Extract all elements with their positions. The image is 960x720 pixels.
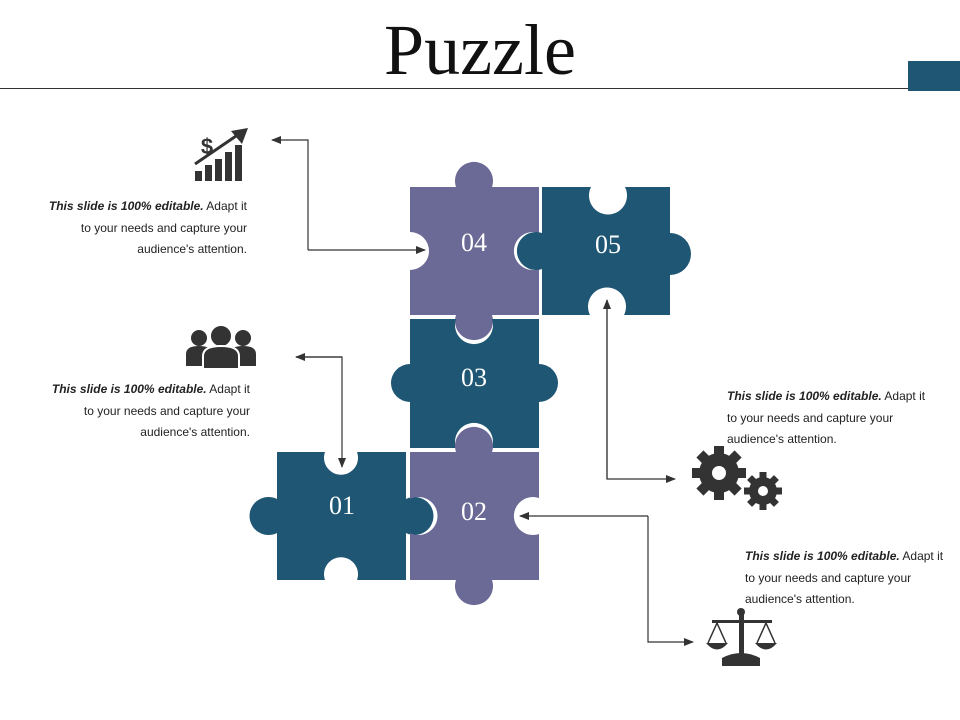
- note-scale-rest: Adapt it: [899, 549, 944, 563]
- note-growth-line2: to your needs and capture your: [80, 220, 247, 235]
- note-team-rest: Adapt it: [206, 382, 250, 396]
- puzzle-piece-01[interactable]: 01: [249, 452, 434, 580]
- note-growth-line3: audience's attention.: [137, 242, 247, 256]
- connector-arrow-01: [296, 356, 346, 468]
- growth-chart-icon: $: [194, 128, 248, 181]
- note-gears-line3: audience's attention.: [727, 432, 837, 446]
- connector-arrow-04: [271, 136, 309, 250]
- piece-02-shape: [410, 426, 539, 606]
- piece-01-shape: [249, 452, 434, 580]
- note-gears-rest: Adapt it: [881, 389, 926, 403]
- note-scale: This slide is 100% editable. Adapt it to…: [745, 546, 955, 611]
- piece-02-label: 02: [461, 497, 487, 526]
- note-growth-line1: This slide is 100% editable. Adapt it: [30, 196, 247, 218]
- connector-arrow-02: [647, 516, 694, 646]
- note-gears: This slide is 100% editable. Adapt it to…: [727, 386, 952, 451]
- accent-block: [908, 61, 960, 91]
- puzzle-piece-02[interactable]: 02: [410, 426, 539, 606]
- note-gears-bold: This slide is 100% editable.: [727, 389, 882, 403]
- note-growth-bold: This slide is 100% editable.: [48, 199, 204, 213]
- note-gears-line1: This slide is 100% editable. Adapt it: [727, 386, 952, 408]
- note-scale-bold: This slide is 100% editable.: [745, 549, 900, 563]
- team-icon: [186, 324, 256, 370]
- puzzle-piece-03[interactable]: 03: [391, 319, 558, 448]
- note-growth-rest: Adapt it: [203, 199, 247, 213]
- piece-04-shape: [410, 161, 539, 341]
- note-gears-line2: to your needs and capture your: [727, 410, 894, 425]
- puzzle-piece-05[interactable]: 05: [516, 187, 691, 315]
- piece-05-label: 05: [595, 230, 621, 259]
- note-team-bold: This slide is 100% editable.: [51, 382, 207, 396]
- note-team-line1: This slide is 100% editable. Adapt it: [30, 379, 250, 401]
- piece-04-label: 04: [461, 228, 487, 257]
- note-scale-line3: audience's attention.: [745, 592, 855, 606]
- puzzle-piece-04[interactable]: 04: [410, 161, 539, 341]
- title-divider: [0, 88, 908, 89]
- page-title: Puzzle: [384, 10, 576, 90]
- piece-03-shape: [391, 319, 558, 448]
- note-scale-line2: to your needs and capture your: [745, 570, 912, 585]
- gears-icon: [692, 446, 782, 510]
- note-team: This slide is 100% editable. Adapt it to…: [30, 379, 250, 444]
- balance-scale-icon: [706, 608, 777, 666]
- note-growth: This slide is 100% editable. Adapt it to…: [30, 196, 247, 261]
- note-team-line3: audience's attention.: [140, 425, 250, 439]
- note-team-line2: to your needs and capture your: [83, 403, 250, 418]
- piece-05-shape: [516, 187, 691, 315]
- note-scale-line1: This slide is 100% editable. Adapt it: [745, 546, 955, 568]
- connector-arrow-05: [606, 300, 676, 483]
- piece-01-label: 01: [329, 491, 355, 520]
- piece-03-label: 03: [461, 363, 487, 392]
